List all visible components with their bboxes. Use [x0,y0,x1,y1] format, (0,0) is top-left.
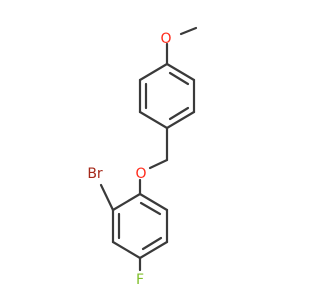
molecule-structure: O O Br F [87,26,198,288]
bond-lines [99,26,198,272]
bond-ring2-d [111,240,142,260]
bond-methyl-o [179,26,198,36]
bromine-label: Br [87,166,103,182]
bond-ring2-c [138,240,169,260]
bond-ring-br [99,183,115,212]
bond-ring2-a [138,192,169,212]
fluorine-label: F [136,272,144,288]
bond-ring1-c [165,110,196,130]
bond-ring1-inner-2 [168,106,190,121]
bond-ch2-o [148,158,169,170]
methoxy-oxygen-label: O [160,31,171,47]
atom-labels: O O Br F [87,31,171,288]
bond-ring1-inner-1 [168,71,190,86]
bond-ring2-f [111,192,142,212]
bond-ring1-f [138,62,169,82]
bond-ring1-d [138,110,169,130]
bond-ring2-inner-2 [141,236,163,251]
bond-ring1-a [165,62,196,82]
bond-ring2-inner-1 [139,201,162,216]
ether-oxygen-label: O [135,166,146,182]
